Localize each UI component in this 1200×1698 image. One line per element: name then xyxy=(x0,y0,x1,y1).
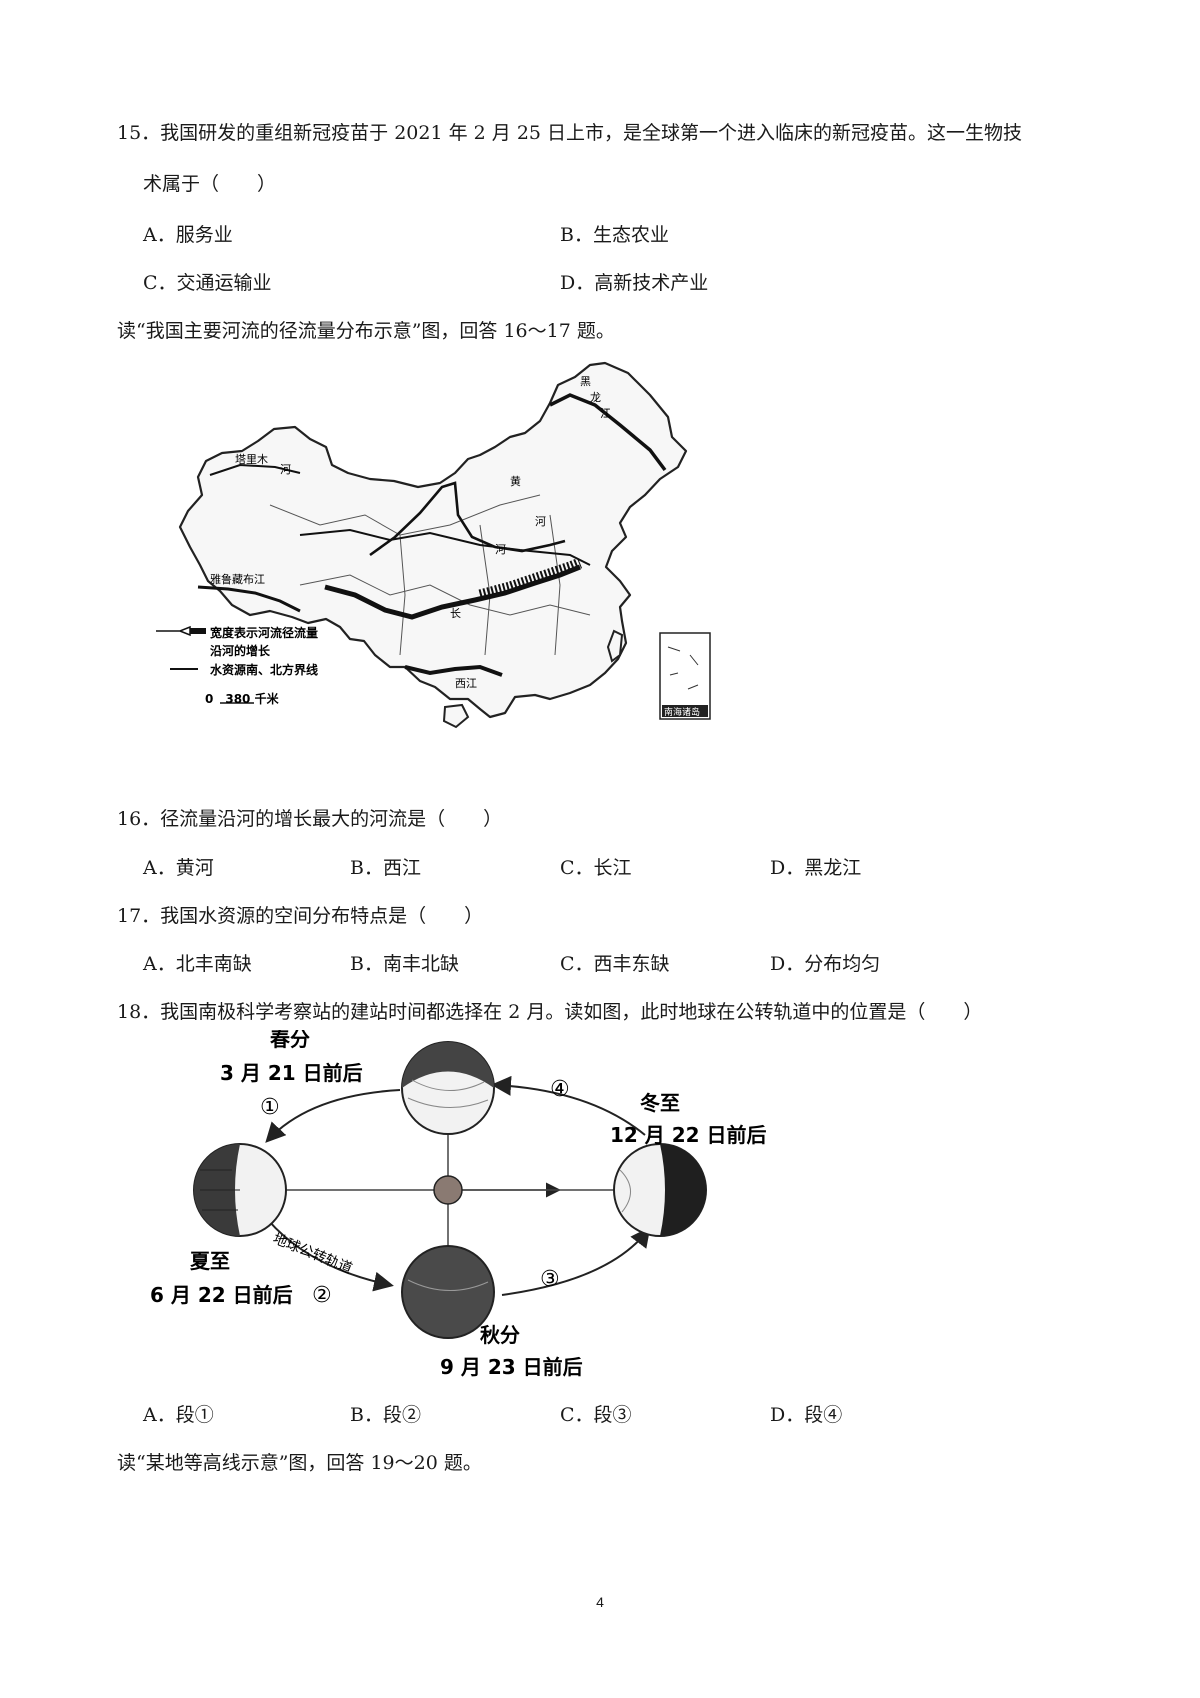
hainan-island xyxy=(442,703,470,729)
label-seg2: ② xyxy=(312,1283,332,1308)
earth-autumn xyxy=(401,1245,495,1339)
taiwan-island xyxy=(606,629,624,663)
q16-option-c: C．长江 xyxy=(560,857,632,879)
xijiang-river xyxy=(404,664,503,677)
heilongjiang-river xyxy=(549,393,667,472)
label-yarlung: 雅鲁藏布江 xyxy=(210,572,265,586)
china-outline xyxy=(178,361,688,719)
q15-option-d: D．高新技术产业 xyxy=(560,272,709,294)
q16-option-b: B．西江 xyxy=(350,857,421,879)
label-huang-1: 黄 xyxy=(510,474,521,488)
q18-option-a: A．段① xyxy=(143,1404,214,1426)
label-winter-date: 12 月 22 日前后 xyxy=(610,1123,767,1147)
label-autumn-date: 9 月 23 日前后 xyxy=(440,1355,583,1379)
legend-width-line2: 沿河的增长 xyxy=(209,643,271,658)
q15-option-b: B．生态农业 xyxy=(560,224,669,246)
china-river-runoff-map: 黑 龙 江 塔里木 河 雅鲁藏布江 黄 河 河 长 西江 宽度表示河流径流量 沿… xyxy=(150,355,730,799)
label-jiang: 江 xyxy=(600,407,611,420)
intro-16-17: 读“我国主要河流的径流量分布示意”图，回答 16～17 题。 xyxy=(117,320,615,342)
q17-option-a: A．北丰南缺 xyxy=(143,953,252,975)
earth-spring xyxy=(401,1041,495,1135)
label-he-3: 河 xyxy=(495,543,506,556)
earth-summer xyxy=(193,1143,287,1237)
q18-option-b: B．段② xyxy=(350,1404,421,1426)
label-he-2: 河 xyxy=(535,515,546,528)
legend-scale: 0 380 千米 xyxy=(205,691,280,706)
sun xyxy=(433,1175,463,1205)
q17-option-d: D．分布均匀 xyxy=(770,953,881,975)
page-number: 4 xyxy=(596,1594,604,1610)
yarlung-river xyxy=(197,585,301,613)
label-seg4: ④ xyxy=(550,1077,570,1102)
label-summer-date: 6 月 22 日前后 xyxy=(150,1283,293,1307)
huanghe-river xyxy=(369,481,566,557)
q16-option-d: D．黑龙江 xyxy=(770,857,862,879)
q15-option-a: A．服务业 xyxy=(143,224,233,246)
q15-stem-line2: 术属于（ ） xyxy=(143,173,277,195)
q18-option-c: C．段③ xyxy=(560,1404,632,1426)
q17-stem: 17．我国水资源的空间分布特点是（ ） xyxy=(117,905,484,927)
q18-stem: 18．我国南极科学考察站的建站时间都选择在 2 月。读如图，此时地球在公转轨道中… xyxy=(117,1001,983,1023)
earth-orbit-diagram: 春分 3 月 21 日前后 ① 夏至 6 月 22 日前后 ② 地球公转轨道 秋… xyxy=(150,1027,810,1384)
q17-option-c: C．西丰东缺 xyxy=(560,953,670,975)
label-seg3: ③ xyxy=(540,1267,560,1292)
label-summer-name: 夏至 xyxy=(190,1249,230,1273)
label-autumn-name: 秋分 xyxy=(480,1323,520,1347)
q15-option-c: C．交通运输业 xyxy=(143,272,272,294)
q16-stem: 16．径流量沿河的增长最大的河流是（ ） xyxy=(117,808,503,830)
q15-stem-line1: 15．我国研发的重组新冠疫苗于 2021 年 2 月 25 日上市，是全球第一个… xyxy=(117,122,1023,144)
q17-option-b: B．南丰北缺 xyxy=(350,953,459,975)
label-seg1: ① xyxy=(260,1095,280,1120)
label-hei: 黑 xyxy=(580,375,591,388)
legend-width-line1: 宽度表示河流径流量 xyxy=(209,625,318,640)
label-tarim: 塔里木 xyxy=(235,453,268,466)
orbit-seg3 xyxy=(501,1226,651,1296)
orbit-seg2 xyxy=(267,1219,394,1292)
q18-option-d: D．段④ xyxy=(770,1404,843,1426)
water-boundary-line xyxy=(299,528,591,566)
label-winter-name: 冬至 xyxy=(640,1091,680,1115)
label-spring-date: 3 月 21 日前后 xyxy=(220,1061,363,1085)
earth-winter xyxy=(613,1143,707,1237)
label-spring-name: 春分 xyxy=(269,1030,310,1051)
label-orbit: 地球公转轨道 xyxy=(271,1231,355,1277)
inset-label: 南海诸岛 xyxy=(664,706,700,718)
orbit-seg1 xyxy=(265,1089,401,1143)
label-long: 龙 xyxy=(590,391,601,404)
intro-19-20: 读“某地等高线示意”图，回答 19～20 题。 xyxy=(117,1452,482,1474)
label-chang: 长 xyxy=(450,607,461,620)
orbit-seg4 xyxy=(491,1075,646,1136)
label-xijiang: 西江 xyxy=(455,677,477,690)
legend-boundary: 水资源南、北方界线 xyxy=(210,662,318,677)
tarim-river xyxy=(209,463,301,476)
q16-option-a: A．黄河 xyxy=(143,857,214,879)
label-tarim-he: 河 xyxy=(280,463,291,476)
